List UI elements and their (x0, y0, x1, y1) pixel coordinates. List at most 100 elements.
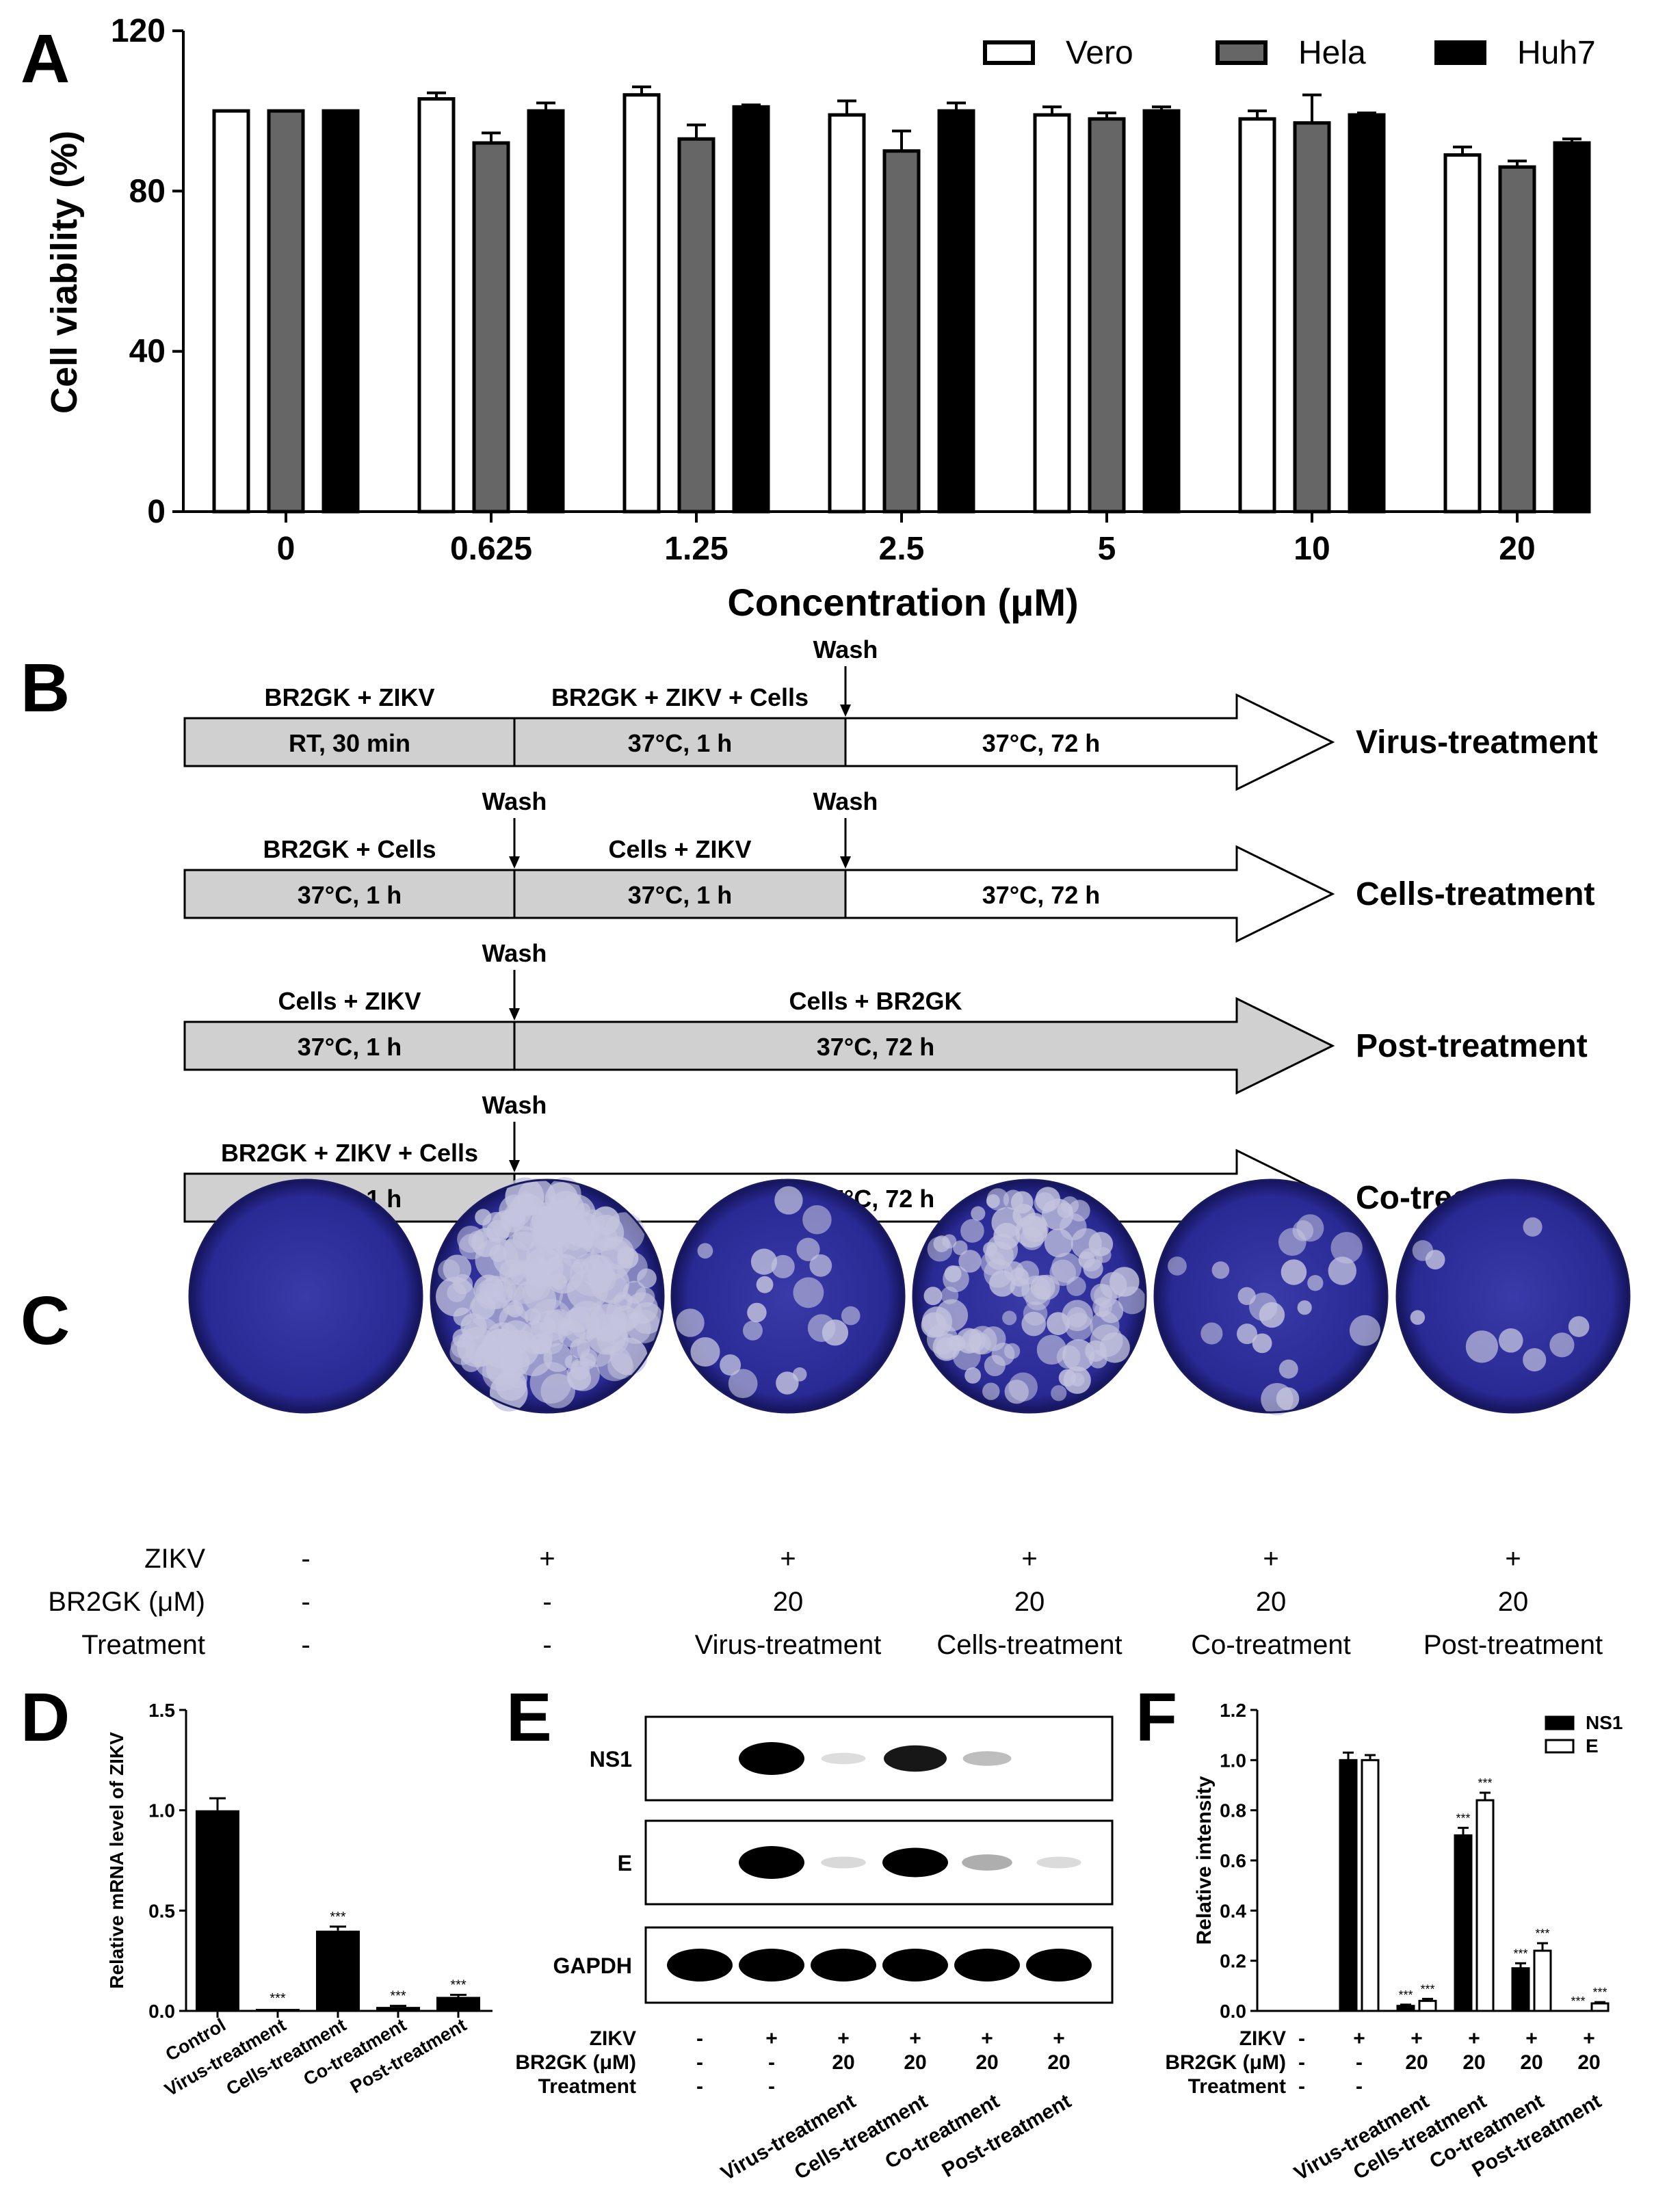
plaque-spot (1328, 1256, 1357, 1285)
blot-frame (644, 1819, 1114, 1906)
plaque-spot (1095, 1247, 1112, 1263)
significance-mark: *** (1592, 1986, 1607, 1999)
plaque-spot (1008, 1372, 1038, 1401)
plaque-assay: ---+--+20Virus-treatment+20Cells-treatme… (48, 1177, 1631, 1660)
plaque-spot (502, 1298, 520, 1316)
zikv-value: - (301, 1544, 310, 1574)
legend-swatch-hela (1216, 40, 1268, 65)
bar-vero (622, 93, 661, 514)
plaque-spot (1088, 1349, 1107, 1369)
bar-hela (882, 149, 921, 514)
plaque-spot (1292, 1220, 1314, 1241)
protein-band (962, 1751, 1012, 1766)
bar-hela (472, 141, 510, 514)
segment-label: BR2GK + Cells (263, 835, 436, 863)
bar (316, 1930, 360, 2011)
y-tick-label: 0.0 (148, 2001, 175, 2022)
x-tick-label: 0 (277, 531, 296, 567)
legend-swatch-huh7 (1434, 40, 1486, 65)
wb-row-value: + (909, 2027, 921, 2050)
panel-label-e: E (506, 1679, 552, 1756)
significance-mark: *** (450, 1978, 467, 1993)
plaque-spot (690, 1337, 720, 1367)
protein-band (962, 1854, 1012, 1871)
plaque-spot (509, 1260, 535, 1286)
bar-huh7 (1348, 113, 1386, 514)
panel-label-b: B (21, 650, 70, 726)
plaque-spot (774, 1186, 803, 1215)
plaque-spot (529, 1204, 573, 1248)
plaque-spot (841, 1306, 861, 1326)
plaque-spot (1237, 1324, 1258, 1345)
wash-arrowhead (509, 1008, 520, 1021)
plaque-spot (981, 1326, 1006, 1352)
wb-row-value: 20 (1047, 2051, 1070, 2074)
plaque-spot (1330, 1232, 1363, 1264)
timeline-segment (513, 869, 847, 919)
panel-label-f: F (1136, 1679, 1177, 1756)
bar-huh7 (937, 109, 975, 514)
bar-vero (1033, 113, 1071, 514)
wb-row-value: + (981, 2027, 993, 2050)
plaque-spot (1078, 1251, 1095, 1268)
plaque-spot (776, 1371, 799, 1395)
treatment-name: Virus-treatment (1356, 724, 1598, 761)
bar-vero (828, 113, 866, 514)
y-tick-label: 40 (129, 334, 166, 370)
plaque-spot (1549, 1332, 1575, 1358)
protein-band (821, 1752, 866, 1765)
plaque-spot (1068, 1200, 1090, 1222)
bar-e (1361, 1759, 1380, 2012)
treatment-value: - (301, 1630, 310, 1660)
plaque-spot (1425, 1250, 1445, 1269)
plaque-spot (728, 1369, 758, 1399)
plaque-spot (1248, 1292, 1278, 1321)
treatment-name: Cells-treatment (1356, 876, 1594, 912)
plaque-spot (1410, 1310, 1426, 1325)
plaque-spot (935, 1337, 958, 1359)
y-axis-label: Cell viability (%) (44, 131, 85, 414)
x-axis-label: Concentration (μM) (727, 581, 1078, 624)
plaque-spot (514, 1339, 553, 1377)
wb-row-value: - (696, 2051, 703, 2074)
x-tick-label: 20 (1499, 531, 1535, 567)
plaque-spot (923, 1287, 943, 1306)
segment-duration: RT, 30 min (289, 729, 410, 757)
plaque-spot (756, 1276, 774, 1293)
plaque-spot (1465, 1330, 1499, 1363)
plaque-spot (1010, 1277, 1030, 1298)
treatment-value: Virus-treatment (695, 1630, 882, 1660)
plaque-spot (1349, 1315, 1380, 1346)
plaque-spot (964, 1367, 982, 1384)
y-tick-label: 0 (147, 494, 166, 530)
f-row-value: + (1583, 2027, 1595, 2050)
f-row-value: + (1353, 2027, 1365, 2050)
x-tick-label: 10 (1294, 531, 1330, 567)
timeline-arrow (844, 845, 1335, 943)
wb-row-value: 20 (832, 2051, 854, 2074)
bar-hela (1293, 121, 1331, 514)
f-row-value: - (1356, 2051, 1363, 2074)
protein-band (954, 1949, 1020, 1981)
wb-row-value: 20 (904, 2051, 926, 2074)
wash-label: Wash (482, 787, 547, 815)
plaque-spot (1051, 1385, 1067, 1401)
plaque-spot (676, 1308, 705, 1337)
y-tick-label: 1.0 (1220, 1750, 1246, 1771)
segment-duration: 37°C, 72 h (982, 881, 1100, 909)
br2gk-value: 20 (773, 1587, 804, 1617)
wb-row-label: ZIKV (590, 2027, 636, 2050)
wash-arrowhead (509, 1160, 520, 1172)
plaque-spot (1110, 1267, 1140, 1297)
protein-band (811, 1949, 876, 1981)
plaque-spot (1523, 1347, 1547, 1372)
timeline-segment (183, 717, 516, 767)
legend-label-hela: Hela (1298, 35, 1366, 71)
plaque-spot (1002, 1311, 1017, 1326)
y-tick-label: 0.4 (1220, 1900, 1246, 1921)
